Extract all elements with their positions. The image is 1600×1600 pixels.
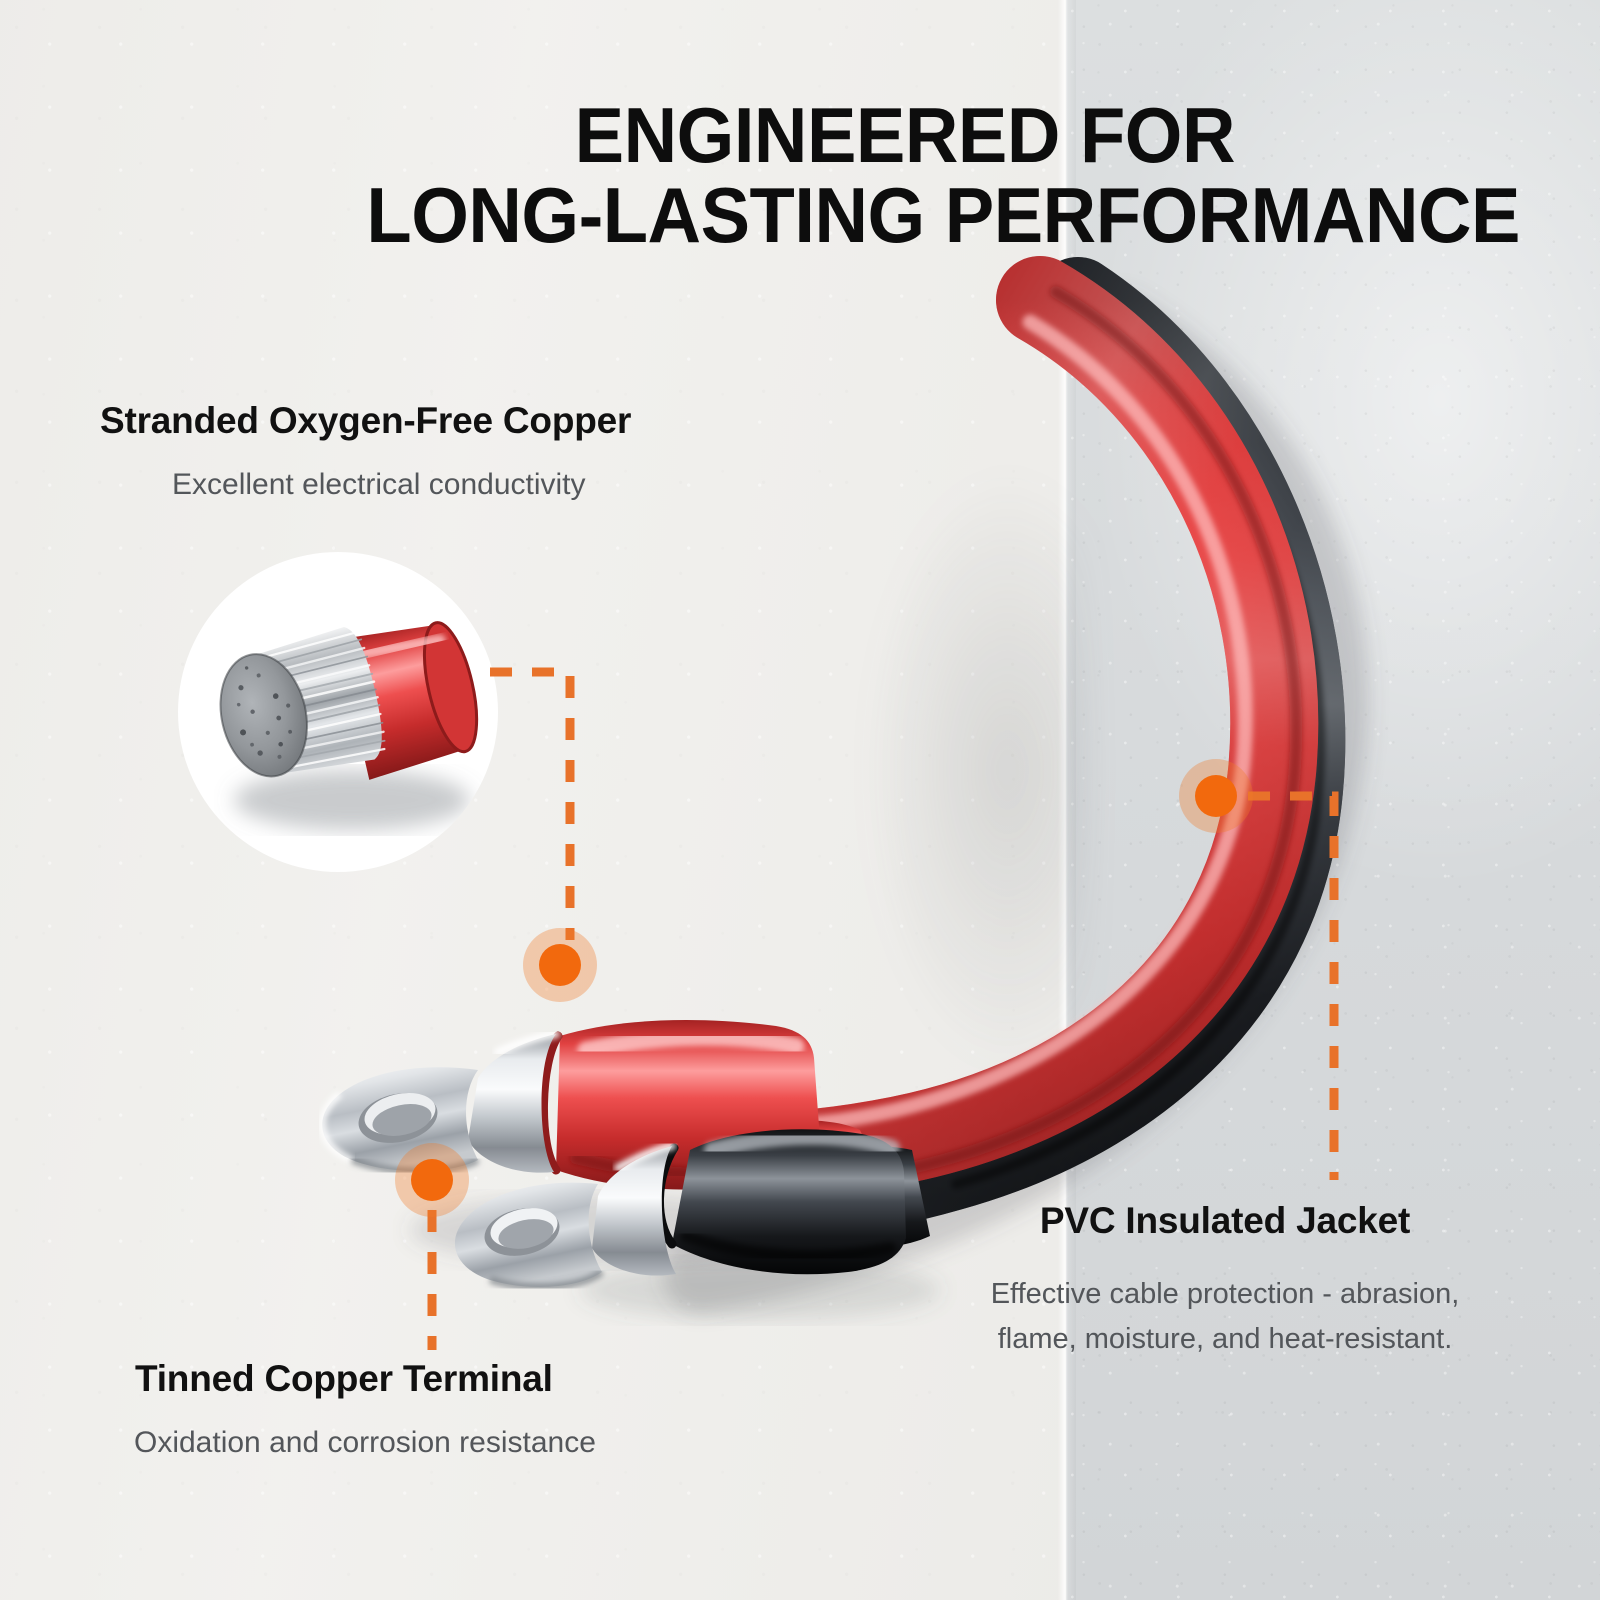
page-headline: ENGINEERED FOR LONG-LASTING PERFORMANCE [190,91,1520,259]
headline-line-1: ENGINEERED FOR [574,91,1236,179]
terminal-subtitle: Oxidation and corrosion resistance [134,1426,596,1459]
cable-cast-shadow [760,380,1090,1160]
background-left-panel [0,0,1066,1600]
copper-dot-core [539,944,581,986]
callout-block-terminal: Tinned Copper Terminal Oxidation and cor… [134,1358,795,1460]
pvc-subtitle-line-2: flame, moisture, and heat-resistant. [997,1322,1453,1355]
terminal-title: Tinned Copper Terminal [135,1358,553,1399]
stranded-copper-inset-circle [178,552,498,872]
terminal-dot-core [411,1159,453,1201]
pvc-title: PVC Insulated Jacket [1039,1200,1411,1241]
copper-title: Stranded Oxygen-Free Copper [100,400,632,441]
pvc-dot-core [1195,775,1237,817]
callout-block-pvc: PVC Insulated Jacket Effective cable pro… [915,1200,1535,1362]
pvc-subtitle: Effective cable protection - abrasion, f… [915,1272,1535,1362]
headline-line-2: LONG-LASTING PERFORMANCE [366,170,1520,259]
left-panel-texture [0,0,1066,1600]
callout-block-copper: Stranded Oxygen-Free Copper Excellent el… [100,400,820,502]
copper-leader-line [490,667,575,940]
pvc-leader-line [1248,791,1339,1180]
wall-edge-highlight [1058,0,1076,1600]
pvc-subtitle-line-1: Effective cable protection - abrasion, [990,1278,1460,1310]
copper-subtitle: Excellent electrical conductivity [172,468,586,501]
